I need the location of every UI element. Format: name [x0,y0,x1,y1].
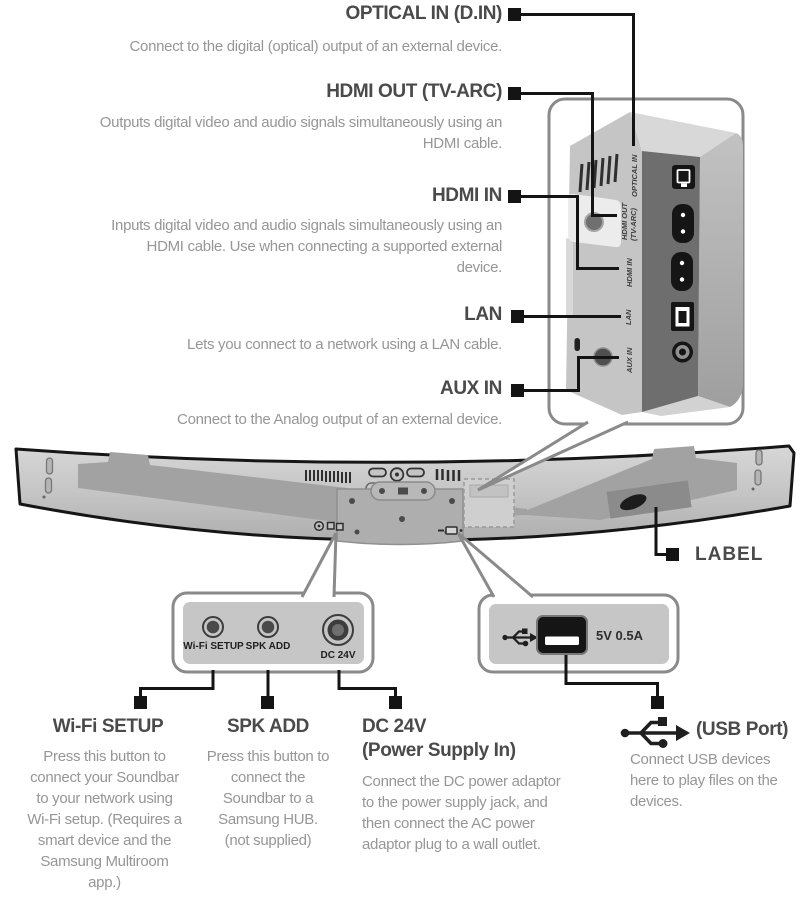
hdmi-in-desc: Inputs digital video and audio signals s… [111,217,502,276]
usb-icon [502,628,538,647]
usb-port-desc: Connect USB devices here to play files o… [630,751,778,810]
spk-add-button [257,616,279,638]
callout-markers [134,8,679,709]
optical-line [521,13,635,146]
spk-add-port-label: SPK ADD [245,641,291,652]
aux-in-desc: Connect to the Analog output of an exter… [177,411,502,428]
spk-add-desc: Press this button to connect the Soundba… [206,748,330,849]
device-label-tv-arc: (TV-ARC) [629,207,638,241]
usb-port-title: (USB Port) [696,719,789,740]
aux-in-title: AUX IN [440,378,502,399]
hdmi-in-title: HDMI IN [431,185,502,206]
wifi-line [139,670,215,696]
lan-desc: Lets you connect to a network using a LA… [187,336,502,353]
spk-add-title: SPK ADD [226,716,309,737]
soundbar-illustration [14,444,796,546]
aux-port [672,341,693,363]
tiny-usb-port [438,526,463,535]
hdmi-out-desc: Outputs digital video and audio signals … [99,114,503,152]
device-callout: OPTICAL IN HDMI OUT (TV-ARC) HDMI IN LAN… [477,97,745,492]
hdmi-in-line [521,195,619,270]
wifi-setup-title: Wi-Fi SETUP [52,716,164,737]
dc-24v-port-label: DC 24V [320,650,356,661]
optical-in-desc: Connect to the digital (optical) output … [129,38,503,55]
dc-24v-desc: Connect the DC power adaptor to the powe… [362,773,561,853]
connection-recess [463,478,515,528]
dc-power-jack [322,614,354,646]
hdmi-out-title: HDMI OUT (TV-ARC) [326,81,502,102]
usb-line [564,655,659,696]
device-label-lan: LAN [624,309,633,325]
usb-rating-label: 5V 0.5A [596,628,643,643]
aux-line [524,356,619,392]
device-illustration: OPTICAL IN HDMI OUT (TV-ARC) HDMI IN LAN… [566,112,743,416]
tiny-rear-ports [313,520,344,532]
usb-port [536,615,588,655]
usb-port-big-icon [620,717,690,748]
device-label-aux: AUX IN [625,347,634,374]
device-label-hdmi-out: HDMI OUT [620,202,629,240]
rear-buttons-callout [171,532,375,674]
label-line [654,507,666,556]
label-title: LABEL [695,544,764,565]
dc-24v-title: DC 24V (Power Supply In) [362,716,516,761]
optical-port [672,165,695,189]
mount-plate [336,481,464,546]
wifi-setup-port-label: Wi-Fi SETUP [183,641,244,652]
hdmi-in-port [671,252,693,291]
dc-line [337,670,397,696]
usb-callout [456,531,680,674]
optical-in-title: OPTICAL IN (D.IN) [345,3,503,24]
wifi-setup-desc: Press this button to connect your Soundb… [27,748,182,891]
lan-title: LAN [464,304,502,325]
device-label-hdmi-in: HDMI IN [625,258,634,287]
hdmi-out-line [521,92,617,217]
callout-lines [139,13,666,696]
lan-port [671,302,694,331]
wifi-setup-button [202,616,224,638]
hdmi-out-port [672,204,694,243]
device-label-optical: OPTICAL IN [630,154,639,197]
